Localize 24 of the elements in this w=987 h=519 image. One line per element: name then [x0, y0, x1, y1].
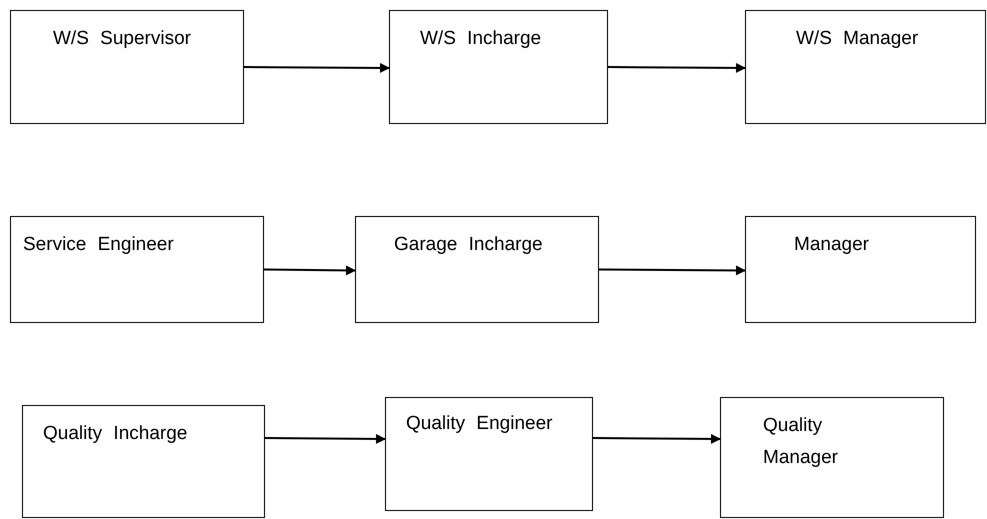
arrow — [599, 265, 746, 276]
box-label: Service Engineer — [23, 233, 174, 257]
box-label: Quality Incharge — [43, 422, 188, 446]
arrow — [265, 434, 386, 444]
process-box — [389, 10, 608, 124]
box-label: Quality Engineer — [406, 412, 552, 436]
process-box — [22, 405, 265, 518]
arrow — [244, 62, 390, 73]
process-box — [10, 216, 264, 323]
process-box — [10, 10, 244, 124]
process-box — [745, 216, 976, 323]
box-label: Garage Incharge — [394, 233, 543, 257]
process-box — [720, 397, 944, 518]
box-label: W/S Supervisor — [53, 27, 191, 51]
arrow — [264, 265, 356, 276]
box-label: Manager — [794, 233, 869, 257]
arrow — [608, 62, 746, 73]
process-box — [745, 10, 986, 124]
process-box — [385, 397, 593, 511]
box-label: Quality Manager — [763, 414, 839, 470]
box-label: W/S Manager — [796, 27, 918, 51]
process-box — [355, 216, 599, 323]
box-label: W/S Incharge — [420, 27, 542, 51]
arrow — [593, 434, 721, 444]
